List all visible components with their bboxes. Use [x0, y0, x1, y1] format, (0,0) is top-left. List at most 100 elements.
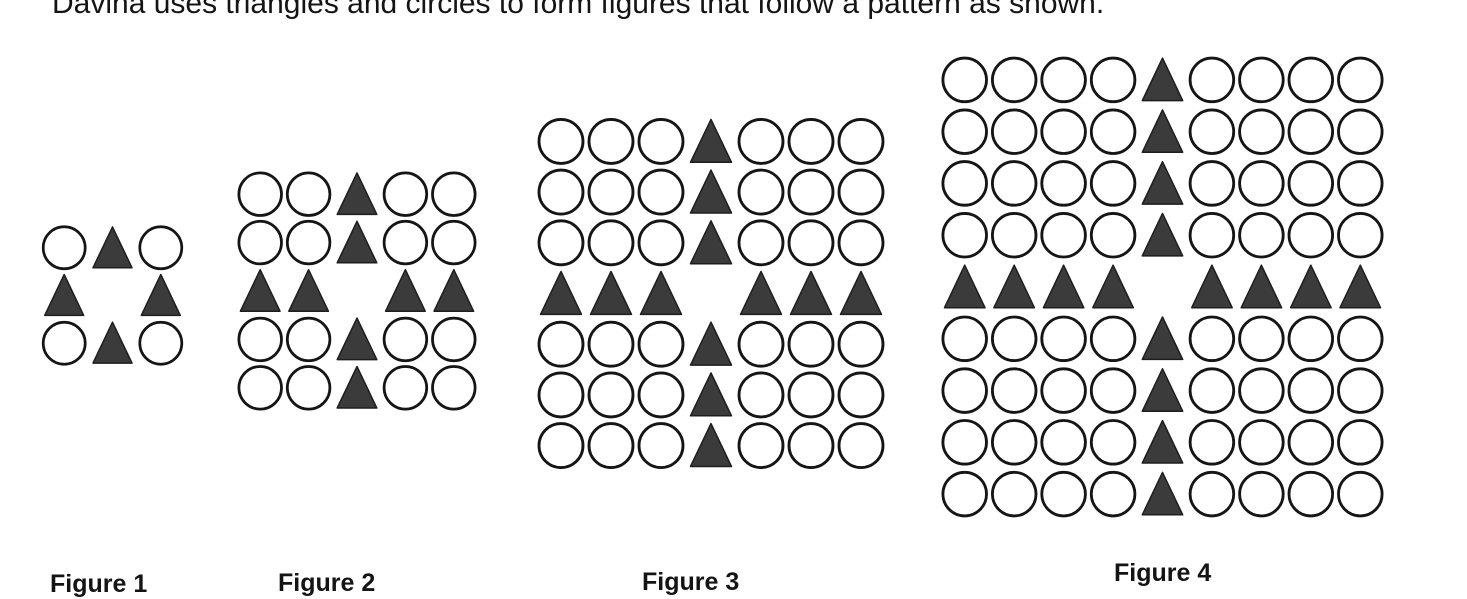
circle-icon — [1040, 367, 1087, 414]
figure-4-caption: Figure 4 — [1114, 559, 1212, 587]
circle-icon — [41, 225, 87, 271]
circle-icon — [1238, 160, 1285, 207]
circle-icon — [382, 219, 429, 266]
circle-icon — [285, 365, 332, 411]
circle-icon — [941, 315, 988, 363]
circle-icon — [1287, 367, 1335, 414]
circle-icon — [1040, 470, 1087, 518]
circle-icon — [431, 365, 477, 411]
circle-icon — [1287, 108, 1335, 155]
circle-icon — [837, 117, 885, 165]
triangle-icon — [739, 270, 783, 316]
triangle-icon — [43, 273, 85, 317]
triangle-icon — [1190, 264, 1233, 309]
circle-icon — [285, 316, 332, 363]
circle-icon — [1337, 470, 1384, 518]
circle-icon — [787, 320, 835, 368]
triangle-icon — [92, 226, 133, 269]
figure-2-caption: Figure 2 — [278, 569, 376, 597]
circle-icon — [737, 168, 785, 216]
circle-icon — [1287, 315, 1335, 363]
circle-icon — [1089, 470, 1137, 518]
circle-icon — [1040, 160, 1087, 207]
circle-icon — [285, 171, 332, 217]
triangle-icon — [689, 118, 733, 164]
circle-icon — [1337, 419, 1384, 466]
circle-icon — [537, 168, 585, 216]
circle-icon — [1040, 56, 1087, 104]
circle-icon — [837, 320, 885, 368]
circle-icon — [1040, 315, 1087, 363]
circle-icon — [1337, 160, 1384, 207]
circle-icon — [941, 470, 988, 518]
triangle-icon — [539, 270, 583, 316]
circle-icon — [1089, 367, 1137, 414]
triangle-icon — [336, 365, 378, 409]
triangle-icon — [1092, 264, 1135, 309]
circle-icon — [941, 211, 988, 259]
figure-4-grid — [940, 54, 1385, 520]
circle-icon — [737, 371, 785, 419]
circle-icon — [1238, 108, 1285, 155]
circle-icon — [637, 422, 685, 470]
circle-icon — [737, 422, 785, 470]
circle-icon — [587, 422, 635, 470]
triangle-icon — [1141, 368, 1184, 412]
circle-icon — [990, 367, 1038, 414]
circle-icon — [138, 320, 184, 366]
triangle-icon — [336, 317, 378, 361]
triangle-icon — [993, 264, 1036, 309]
triangle-icon — [1141, 160, 1184, 205]
circle-icon — [1337, 367, 1384, 414]
circle-icon — [537, 320, 585, 368]
circle-icon — [637, 320, 685, 368]
circle-icon — [237, 316, 283, 363]
circle-icon — [1040, 419, 1087, 466]
circle-icon — [1040, 108, 1087, 155]
triangle-icon — [943, 264, 986, 309]
circle-icon — [382, 316, 429, 363]
circle-icon — [382, 365, 429, 411]
circle-icon — [285, 219, 332, 266]
triangle-icon — [1042, 264, 1085, 309]
circle-icon — [1337, 56, 1384, 104]
circle-icon — [1287, 56, 1335, 104]
figure-3-caption: Figure 3 — [642, 568, 740, 596]
triangle-icon — [689, 422, 733, 468]
circle-icon — [587, 320, 635, 368]
circle-icon — [1089, 56, 1137, 104]
triangle-icon — [1141, 419, 1184, 464]
triangle-icon — [1240, 264, 1283, 309]
circle-icon — [1287, 211, 1335, 259]
circle-icon — [1238, 419, 1285, 466]
circle-icon — [1238, 367, 1285, 414]
circle-icon — [990, 419, 1038, 466]
circle-icon — [990, 160, 1038, 207]
circle-icon — [587, 371, 635, 419]
circle-icon — [637, 219, 685, 267]
circle-icon — [1337, 108, 1384, 155]
circle-icon — [138, 225, 184, 271]
circle-icon — [1287, 470, 1335, 518]
circle-icon — [537, 422, 585, 470]
circle-icon — [637, 117, 685, 165]
triangle-icon — [1141, 57, 1184, 102]
circle-icon — [1040, 211, 1087, 259]
triangle-icon — [288, 268, 330, 312]
circle-icon — [1089, 160, 1137, 207]
circle-icon — [537, 371, 585, 419]
triangle-icon — [789, 270, 833, 316]
triangle-icon — [433, 268, 475, 312]
circle-icon — [737, 219, 785, 267]
circle-icon — [431, 316, 477, 363]
circle-icon — [1238, 315, 1285, 363]
triangle-icon — [839, 270, 883, 316]
circle-icon — [1188, 367, 1236, 414]
circle-icon — [1238, 470, 1285, 518]
figure-1-grid — [40, 224, 185, 367]
circle-icon — [941, 419, 988, 466]
circle-icon — [237, 171, 283, 217]
circle-icon — [1089, 211, 1137, 259]
circle-icon — [1337, 315, 1384, 363]
circle-icon — [382, 171, 429, 217]
